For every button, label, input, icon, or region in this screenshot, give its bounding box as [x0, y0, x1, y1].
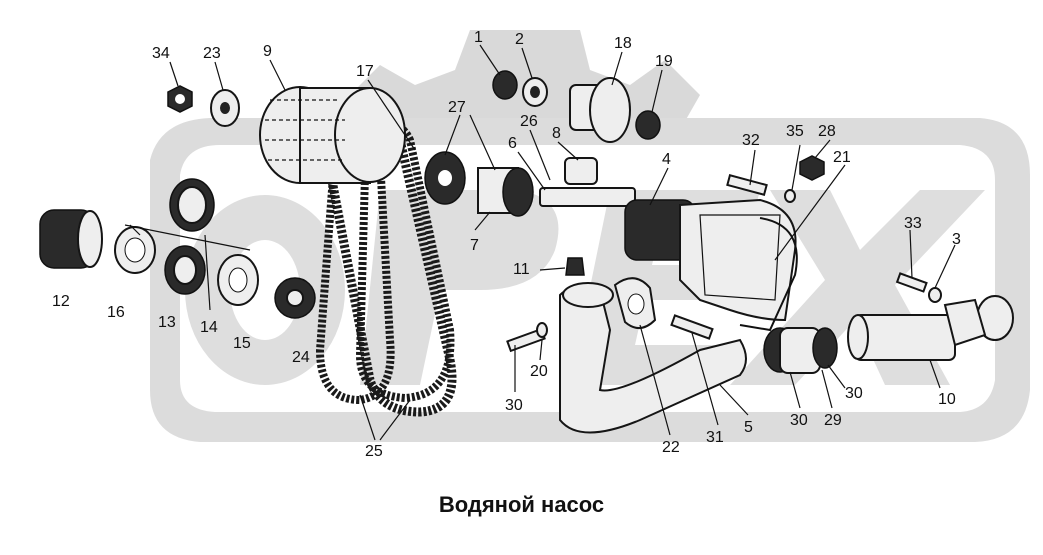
housing-4	[624, 198, 797, 322]
callout-3: 3	[952, 231, 961, 248]
leader-lines	[124, 44, 956, 441]
bearing-27a	[424, 151, 466, 205]
bushing-8	[564, 157, 598, 185]
bolt-34	[895, 272, 928, 293]
callout-31: 30	[505, 397, 523, 414]
washer-36	[784, 189, 796, 203]
callout-34: 33	[904, 215, 922, 232]
callout-19: 19	[655, 53, 673, 70]
callout-11: 11	[513, 261, 530, 278]
callout-22: 22	[662, 439, 680, 456]
gear-24	[274, 277, 316, 319]
callout-7: 7	[470, 237, 479, 254]
callout-21: 21	[833, 149, 851, 166]
callout-6: 6	[508, 135, 517, 152]
shaft-6	[539, 187, 636, 207]
coupling-12	[39, 209, 103, 269]
belt-left	[315, 149, 395, 405]
callout-27: 27	[448, 99, 466, 116]
callout-30a: 30	[845, 385, 863, 402]
plug-28	[799, 155, 825, 181]
callout-28: 28	[818, 123, 836, 140]
callout-12: 12	[52, 293, 70, 310]
callout-18: 18	[614, 35, 632, 52]
callout-29: 29	[824, 412, 842, 429]
callout-2: 2	[515, 31, 524, 48]
callout-14: 14	[200, 319, 218, 336]
belts	[315, 113, 457, 417]
pipe-5	[559, 282, 747, 434]
callout-13: 13	[158, 314, 176, 331]
nut-35	[167, 85, 193, 113]
callout-4: 4	[662, 151, 671, 168]
callout-17: 17	[356, 63, 374, 80]
callout-15: 15	[233, 335, 251, 352]
callout-36: 35	[786, 123, 804, 140]
callout-35: 34	[152, 45, 170, 62]
callout-16: 16	[107, 304, 125, 321]
callout-10: 10	[938, 391, 956, 408]
washer-20	[536, 322, 548, 338]
callout-30b: 30	[790, 412, 808, 429]
bearing-27b	[477, 167, 534, 217]
callout-20: 20	[530, 363, 548, 380]
callout-8: 8	[552, 125, 561, 142]
belt-inner	[355, 121, 455, 403]
callout-25: 25	[365, 443, 383, 460]
gasket-21	[739, 217, 798, 332]
callout-23: 23	[203, 45, 221, 62]
diagram-caption: Водяной насос	[438, 492, 605, 517]
ring-15	[217, 254, 259, 306]
bolt-33	[726, 174, 768, 196]
callout-33: 32	[742, 132, 760, 149]
pipe-10	[847, 295, 1014, 361]
callout-9: 9	[263, 43, 272, 60]
fitting-11	[565, 257, 585, 276]
spring-13	[164, 245, 206, 295]
callout-26: 26	[520, 113, 538, 130]
sleeve-16	[114, 226, 156, 274]
callout-1: 1	[474, 29, 483, 46]
washer-23	[210, 89, 240, 127]
gasket-22	[613, 277, 657, 329]
bearing-14	[169, 178, 215, 232]
pulley-9	[259, 86, 406, 184]
callout-5: 5	[744, 419, 753, 436]
impeller-18	[569, 77, 631, 143]
seal-2	[522, 77, 548, 107]
ring-1	[492, 70, 518, 100]
bolt-32	[670, 314, 714, 340]
clamp-30	[763, 327, 838, 374]
washer-3	[928, 287, 942, 303]
callout-32: 31	[706, 429, 724, 446]
callout-labels: 34 23 9 17 1 2 18 19 27 26 8 6 4 32 35 2…	[52, 29, 961, 460]
callout-24: 24	[292, 349, 310, 366]
bushing-19	[635, 110, 661, 140]
